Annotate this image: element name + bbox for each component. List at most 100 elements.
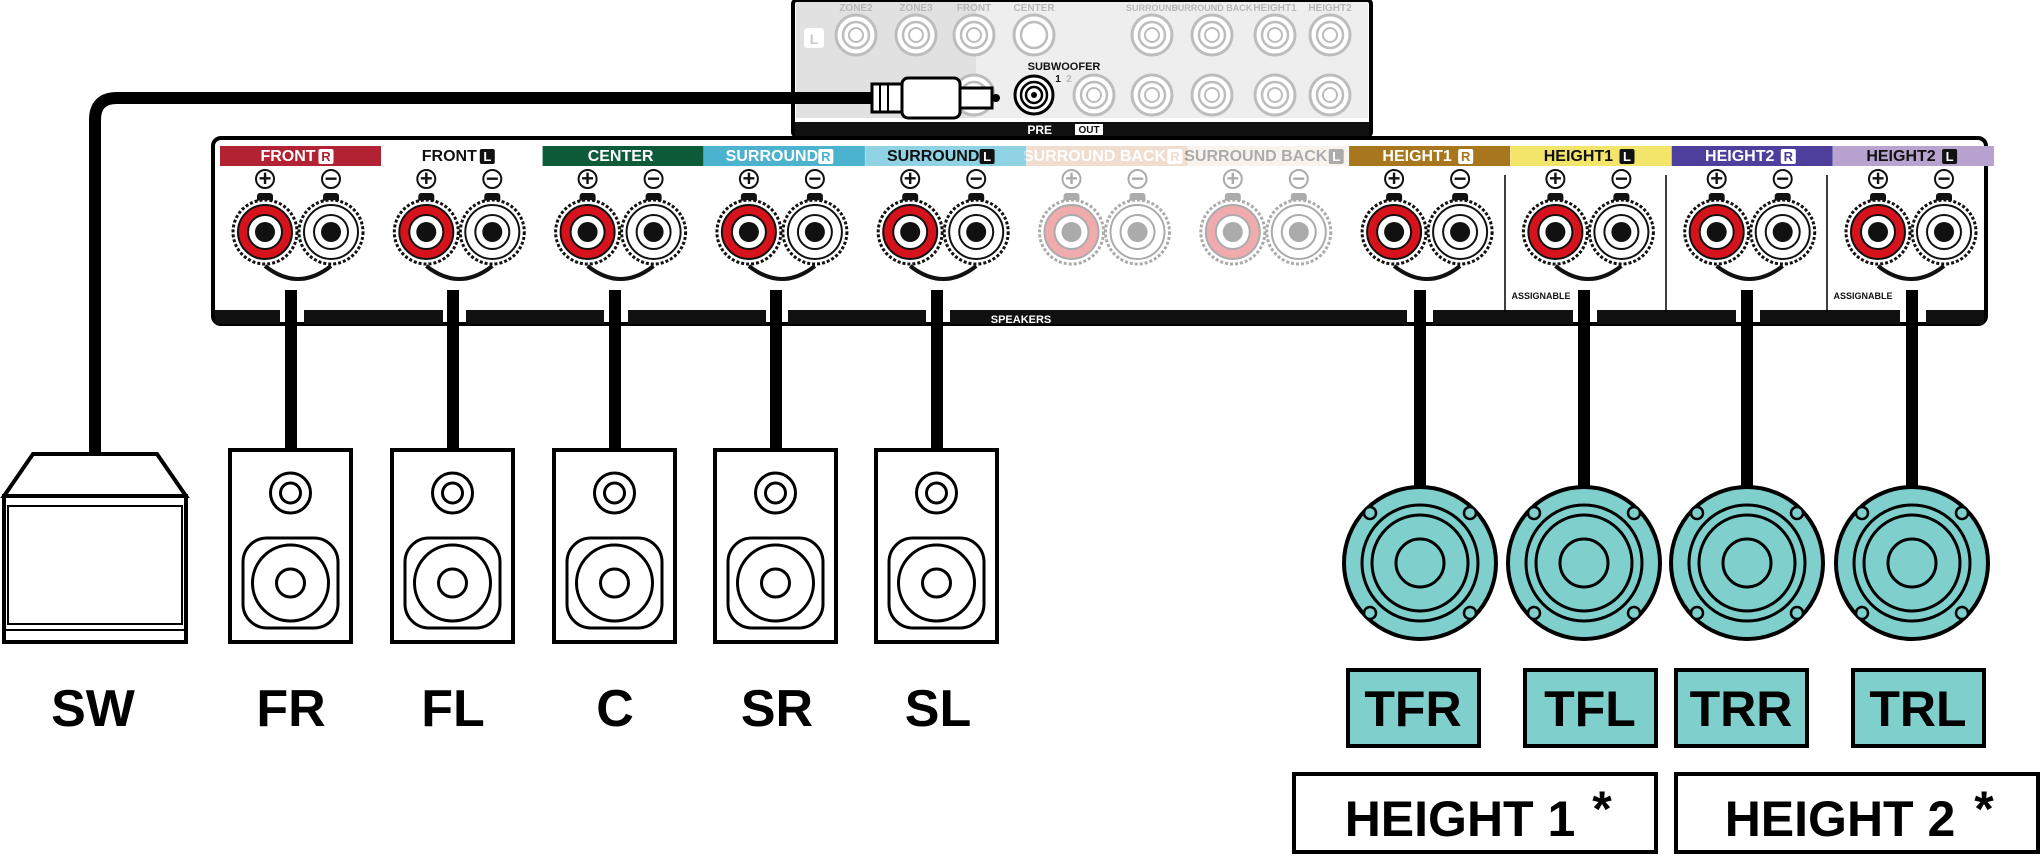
channel-badge-box [318, 149, 334, 164]
label-tfl: TFL [1544, 681, 1636, 737]
negative-terminal[interactable] [1910, 193, 1978, 266]
sub-num-1: 1 [1055, 74, 1061, 85]
ceiling-speaker [1834, 485, 1990, 641]
plus-symbol: + [1549, 166, 1562, 191]
minus-symbol: − [1938, 166, 1951, 191]
bottom-bar-segment [1926, 310, 1984, 324]
assignable-label-1: ASSIGNABLE [1511, 291, 1570, 301]
subwoofer-speaker [0, 452, 190, 644]
negative-terminal[interactable] [1749, 193, 1817, 266]
channel-badge: R [1461, 149, 1471, 164]
channel-badge: L [1623, 149, 1631, 164]
floor-speakers [228, 448, 999, 644]
surround-pre-label: SURROUND [1126, 3, 1179, 13]
minus-symbol: − [1131, 166, 1144, 191]
negative-terminal[interactable] [781, 193, 849, 266]
sub-num-2: 2 [1066, 74, 1072, 85]
bottom-bar-segment [1597, 310, 1736, 324]
positive-terminal[interactable] [1199, 193, 1267, 266]
channel-badge: R [1170, 149, 1180, 164]
surround-back-pre-label: SURROUND BACK [1172, 3, 1253, 13]
rca-jack [1130, 73, 1174, 117]
rca-jack [894, 13, 938, 57]
channel-badge-box [1942, 149, 1958, 164]
rca-jack [1308, 73, 1352, 117]
minus-symbol: − [808, 166, 821, 191]
minus-symbol: − [1776, 166, 1789, 191]
front-pre-label: FRONT [957, 3, 991, 14]
rca-jack [1253, 73, 1297, 117]
rca-jack [834, 13, 878, 57]
wire-arc [908, 264, 978, 281]
ceiling-speaker [1342, 485, 1498, 641]
channel-badge-box [1458, 149, 1474, 164]
group-height2: HEIGHT 2 [1725, 791, 1956, 847]
positive-terminal[interactable] [715, 193, 783, 266]
positive-terminal[interactable] [231, 193, 299, 266]
channel-badge: L [1946, 149, 1954, 164]
speakers-label: SPEAKERS [991, 314, 1052, 326]
negative-terminal[interactable] [620, 193, 688, 266]
positive-terminal[interactable] [876, 193, 944, 266]
negative-terminal[interactable] [1265, 193, 1333, 266]
subwoofer-out-jack[interactable] [1013, 74, 1055, 116]
rca-jack [1130, 13, 1174, 57]
channel-badge-box [1619, 149, 1635, 164]
negative-terminal[interactable] [1426, 193, 1494, 266]
ceiling-speakers [1342, 485, 1990, 641]
plus-symbol: + [259, 166, 272, 191]
minus-symbol: − [647, 166, 660, 191]
plus-symbol: + [581, 166, 594, 191]
rca-jack [1253, 13, 1297, 57]
pre-label: PRE [1027, 123, 1052, 137]
positive-terminal[interactable] [1844, 193, 1912, 266]
rca-jack [1012, 13, 1056, 57]
wire-arc [1876, 264, 1946, 281]
label-tfr: TFR [1364, 681, 1461, 737]
wire-arc [1392, 264, 1462, 281]
rca-jacks [834, 13, 1352, 117]
bottom-bar-segment [304, 310, 443, 324]
label-sr: SR [741, 680, 813, 738]
channel-label: HEIGHT1 [1544, 148, 1613, 165]
terminal-channel: CENTER+ − [542, 146, 704, 281]
channel-label: HEIGHT1 [1382, 148, 1451, 165]
channel-label: SURROUND [887, 148, 979, 165]
bookshelf-speaker [713, 448, 838, 644]
positive-terminal[interactable] [1683, 193, 1751, 266]
group-height1: HEIGHT 1 [1345, 791, 1576, 847]
positive-terminal[interactable] [1521, 193, 1589, 266]
label-c: C [596, 680, 634, 738]
plus-symbol: + [1872, 166, 1885, 191]
positive-terminal[interactable] [1038, 193, 1105, 266]
negative-terminal[interactable] [458, 193, 526, 266]
channel-label: CENTER [588, 148, 654, 165]
speaker-labels: SW FR FL C SR SL TFR TFL TRR TRL HEIGHT … [51, 668, 2040, 854]
negative-terminal[interactable] [942, 193, 1010, 266]
ceiling-speaker [1669, 485, 1825, 641]
channel-badge-box [1780, 149, 1796, 164]
bottom-bar-segment [950, 310, 1407, 324]
speaker-cables [285, 290, 1918, 490]
positive-terminal[interactable] [392, 193, 460, 266]
positive-terminal[interactable] [554, 193, 622, 266]
channel-badge: R [321, 149, 331, 164]
assignable-label-2: ASSIGNABLE [1833, 291, 1892, 301]
negative-terminal[interactable] [297, 193, 365, 266]
channel-band [1187, 146, 1349, 166]
minus-symbol: − [970, 166, 983, 191]
wire-arc [1554, 264, 1623, 281]
plus-symbol: + [1710, 166, 1723, 191]
negative-terminal[interactable] [1587, 193, 1655, 266]
panel-bottom-bar [215, 310, 1984, 324]
negative-terminal[interactable] [1104, 193, 1171, 266]
bookshelf-speaker [552, 448, 677, 644]
positive-terminal[interactable] [1360, 193, 1428, 266]
